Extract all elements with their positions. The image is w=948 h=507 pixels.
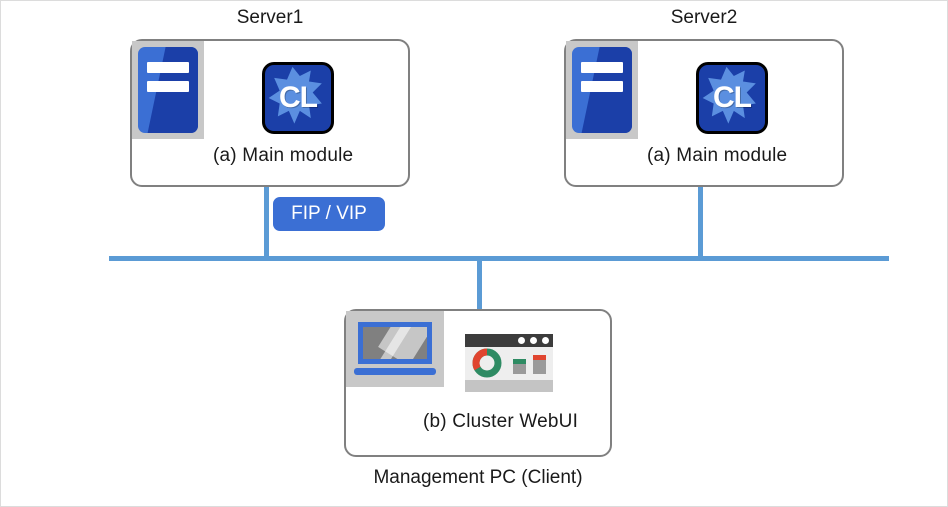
server2-network-drop-line — [698, 187, 703, 260]
server-icon-bar-bottom — [147, 80, 189, 92]
browser-content-area — [465, 347, 553, 380]
cl-splatter-shape — [268, 66, 322, 124]
mini-bar-cap-green — [513, 359, 526, 365]
server-icon-graphic — [572, 47, 632, 133]
server-icon-bar-top — [147, 61, 189, 73]
server1-network-drop-line — [264, 187, 269, 260]
server1-title: Server1 — [236, 7, 304, 28]
cl-icon-label: CL — [713, 81, 752, 114]
server1-server-icon — [132, 41, 204, 139]
mini-bar-chart-1 — [513, 359, 526, 375]
server-icon-bar-top — [581, 61, 623, 73]
server1-module-label: (a) Main module — [213, 145, 354, 166]
cl-splatter-shape — [702, 66, 756, 124]
server-icon-graphic — [138, 47, 198, 133]
browser-dot-3 — [542, 337, 549, 345]
browser-dot-1 — [518, 337, 525, 345]
network-bus-line — [109, 256, 889, 261]
mini-bar-cap-red — [533, 355, 546, 361]
laptop-base — [353, 368, 437, 375]
server2-server-icon — [566, 41, 638, 139]
fip-vip-badge: FIP / VIP — [273, 197, 385, 231]
management-pc-drop-line — [477, 256, 482, 311]
cl-icon-label: CL — [279, 81, 318, 114]
server-icon-bar-bottom — [581, 80, 623, 92]
server2-cl-application-icon: CL — [696, 62, 768, 134]
laptop-screen — [357, 321, 433, 365]
management-pc-title: Management PC (Client) — [373, 467, 583, 488]
cluster-webui-browser-icon — [465, 334, 553, 392]
server1-cl-application-icon: CL — [262, 62, 334, 134]
mini-bar-chart-2 — [533, 355, 546, 375]
server2-title: Server2 — [670, 7, 738, 28]
browser-dot-2 — [530, 337, 537, 345]
server2-module-label: (a) Main module — [647, 145, 788, 166]
browser-titlebar — [465, 334, 553, 348]
management-pc-module-label: (b) Cluster WebUI — [423, 411, 579, 432]
management-pc-laptop-icon — [346, 311, 444, 387]
donut-chart-icon — [472, 348, 502, 378]
